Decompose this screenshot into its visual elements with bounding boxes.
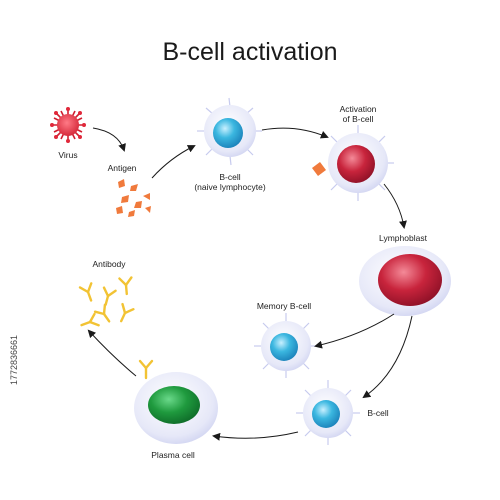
footer-bar <box>0 488 500 500</box>
arrow-lymphoblast-to-bcell <box>362 315 413 399</box>
secreted-antibody-icon <box>138 359 154 380</box>
arrow-virus-to-antigen <box>92 127 126 152</box>
label-lymphoblast: Lymphoblast <box>379 233 427 243</box>
arrow-plasma-to-antibody <box>87 329 137 377</box>
diagram-title: B-cell activation <box>162 38 338 66</box>
arrow-bcell-to-activation <box>261 127 329 139</box>
label-plasma-cell: Plasma cell <box>151 450 195 460</box>
label-naive-b-cell-line1: B-cell <box>219 172 241 182</box>
label-naive-b-cell-line2: (naive lymphocyte) <box>194 182 266 192</box>
naive-b-cell-icon <box>197 97 262 166</box>
arrow-bcell-to-plasma <box>212 431 299 441</box>
memory-b-cell-icon <box>254 313 318 378</box>
bound-antigen-icon <box>312 162 326 176</box>
antibodies-icon <box>78 276 135 327</box>
arrow-antigen-to-bcell <box>151 145 196 179</box>
arrow-lymphoblast-to-memory <box>314 313 395 349</box>
virus-icon <box>50 107 86 143</box>
label-naive-b-cell: B-cell (naive lymphocyte) <box>188 172 272 192</box>
label-activation-line1: Activation <box>339 104 377 114</box>
label-activation: Activation of B-cell <box>318 104 398 124</box>
label-activation-line2: of B-cell <box>342 114 374 124</box>
side-image-id: 1772836661 <box>9 334 19 385</box>
b-cell-icon <box>296 380 360 445</box>
lymphoblast-icon <box>359 246 451 316</box>
arrow-activation-to-lymphoblast <box>383 183 407 229</box>
label-antigen: Antigen <box>107 163 137 173</box>
label-antibody: Antibody <box>92 259 126 269</box>
label-memory-b-cell: Memory B-cell <box>256 301 312 311</box>
label-b-cell: B-cell <box>367 408 389 418</box>
plasma-cell-icon <box>134 359 218 444</box>
activated-b-cell-icon <box>312 125 394 201</box>
antigen-fragments-icon <box>116 179 151 217</box>
label-virus: Virus <box>58 150 78 160</box>
